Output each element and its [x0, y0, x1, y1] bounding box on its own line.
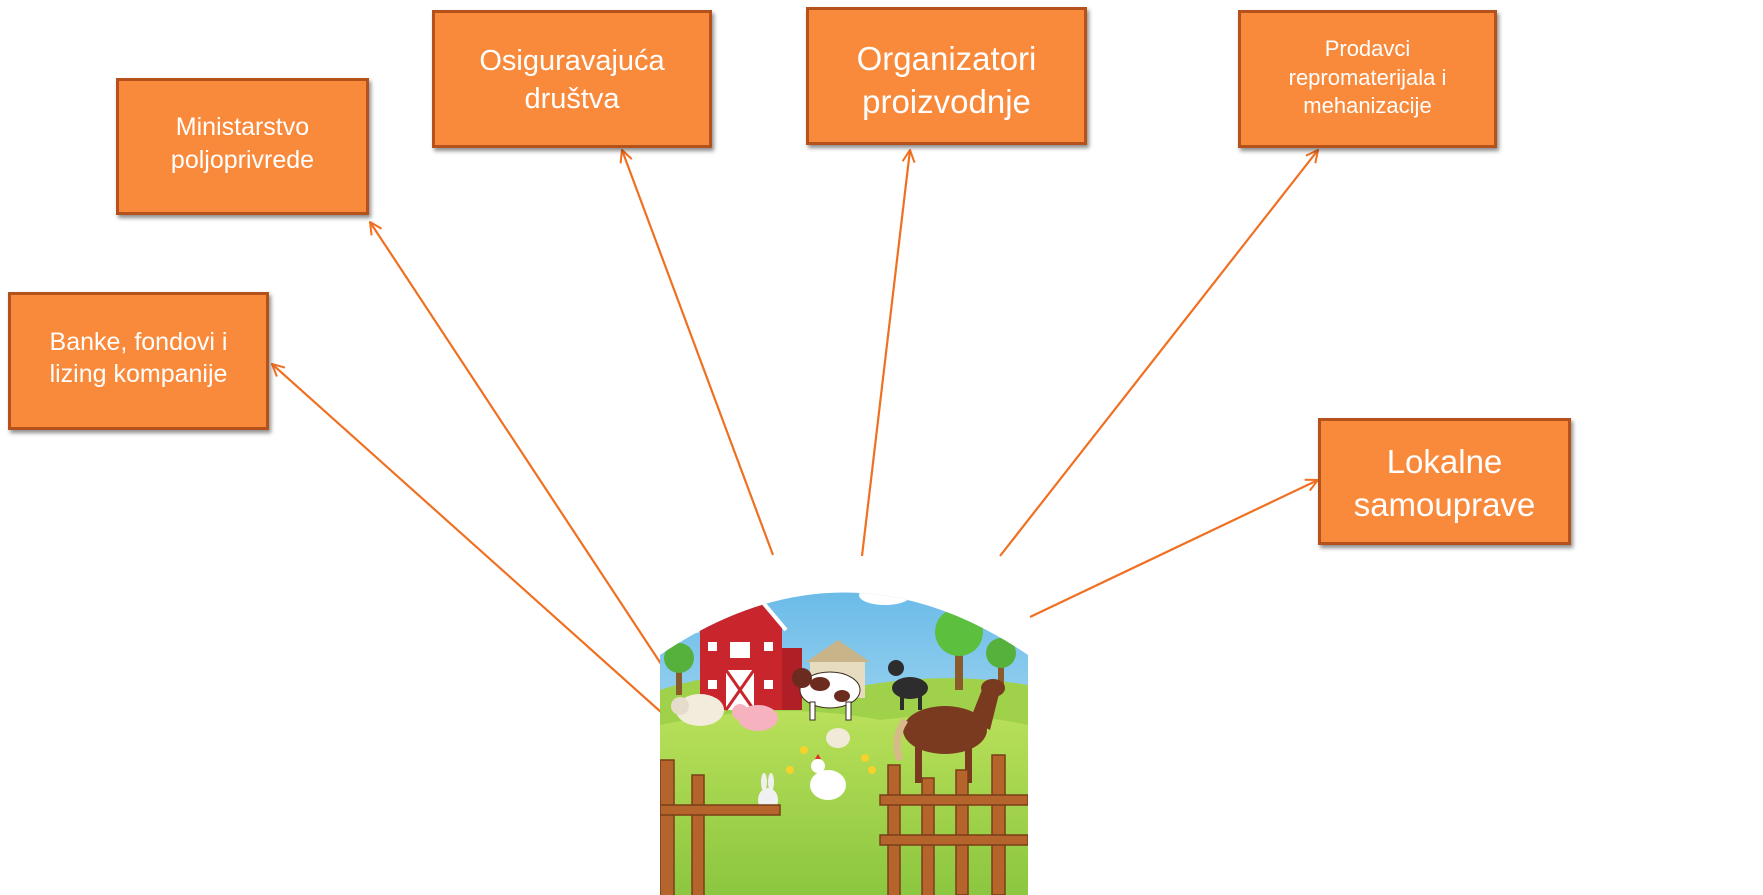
- arrow-to-local: [1029, 480, 1318, 618]
- box-material-machinery-sellers: Prodavci repromaterijala i mehanizacije: [1238, 10, 1497, 148]
- arrow-to-organizers: [860, 150, 910, 557]
- box-insurance-companies: Osiguravajuća društva: [432, 10, 712, 148]
- box-banks-funds-leasing: Banke, fondovi i lizing kompanije: [8, 292, 269, 430]
- arrow-to-banks: [272, 364, 663, 714]
- box-production-organizers: Organizatori proizvodnje: [806, 7, 1087, 145]
- farm-illustration-icon: [660, 592, 1028, 895]
- box-ministry-agriculture: Ministarstvo poljoprivrede: [116, 78, 369, 215]
- arrow-to-sellers: [999, 150, 1318, 557]
- arrow-to-ministry: [370, 222, 668, 674]
- box-local-governments: Lokalne samouprave: [1318, 418, 1571, 545]
- arrow-to-insurance: [622, 150, 775, 556]
